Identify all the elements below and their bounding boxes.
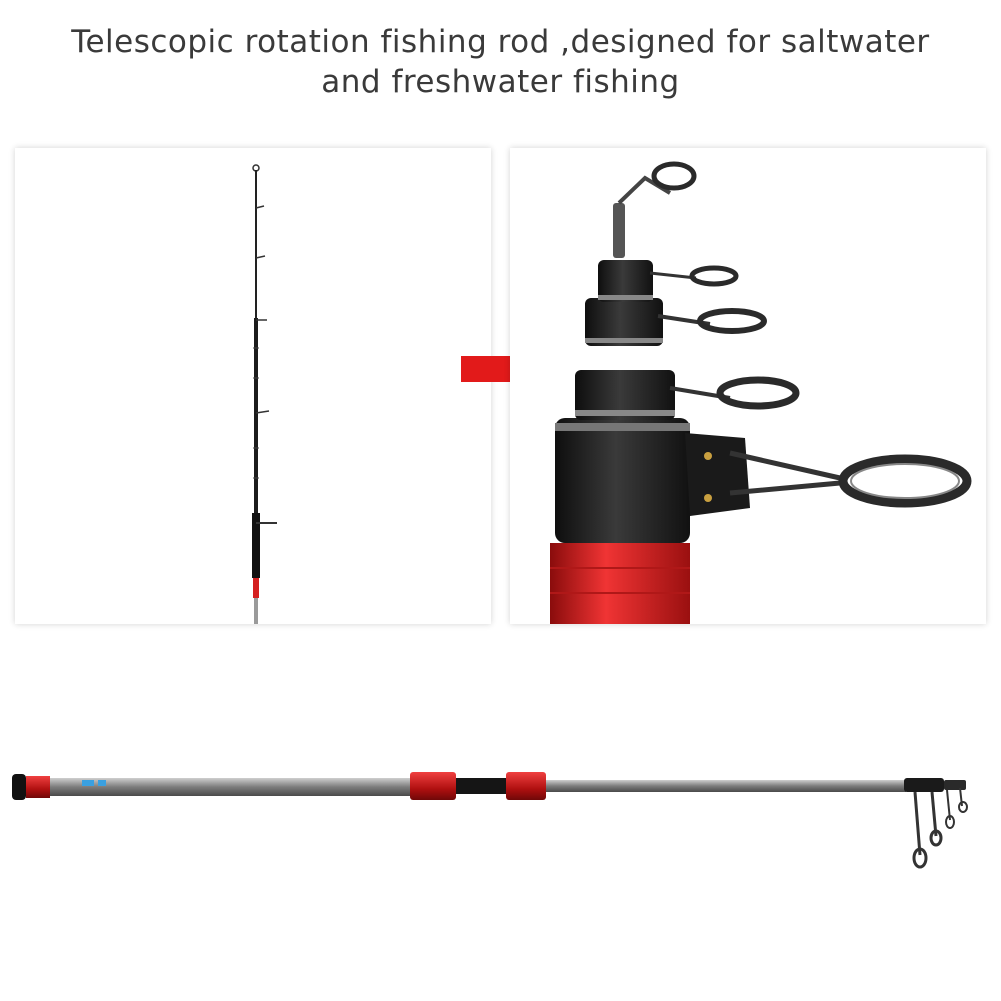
guide-closeup-photo: [510, 148, 986, 624]
extended-rod-photo: [15, 148, 491, 624]
headline-line-2: and freshwater fishing: [321, 64, 680, 100]
collapsed-rod-illustration: [12, 772, 968, 869]
headline: Telescopic rotation fishing rod ,designe…: [0, 22, 1001, 102]
extended-rod-illustration: [252, 164, 277, 624]
guide-closeup-illustration: [550, 161, 972, 624]
headline-line-1: Telescopic rotation fishing rod ,designe…: [71, 24, 930, 60]
